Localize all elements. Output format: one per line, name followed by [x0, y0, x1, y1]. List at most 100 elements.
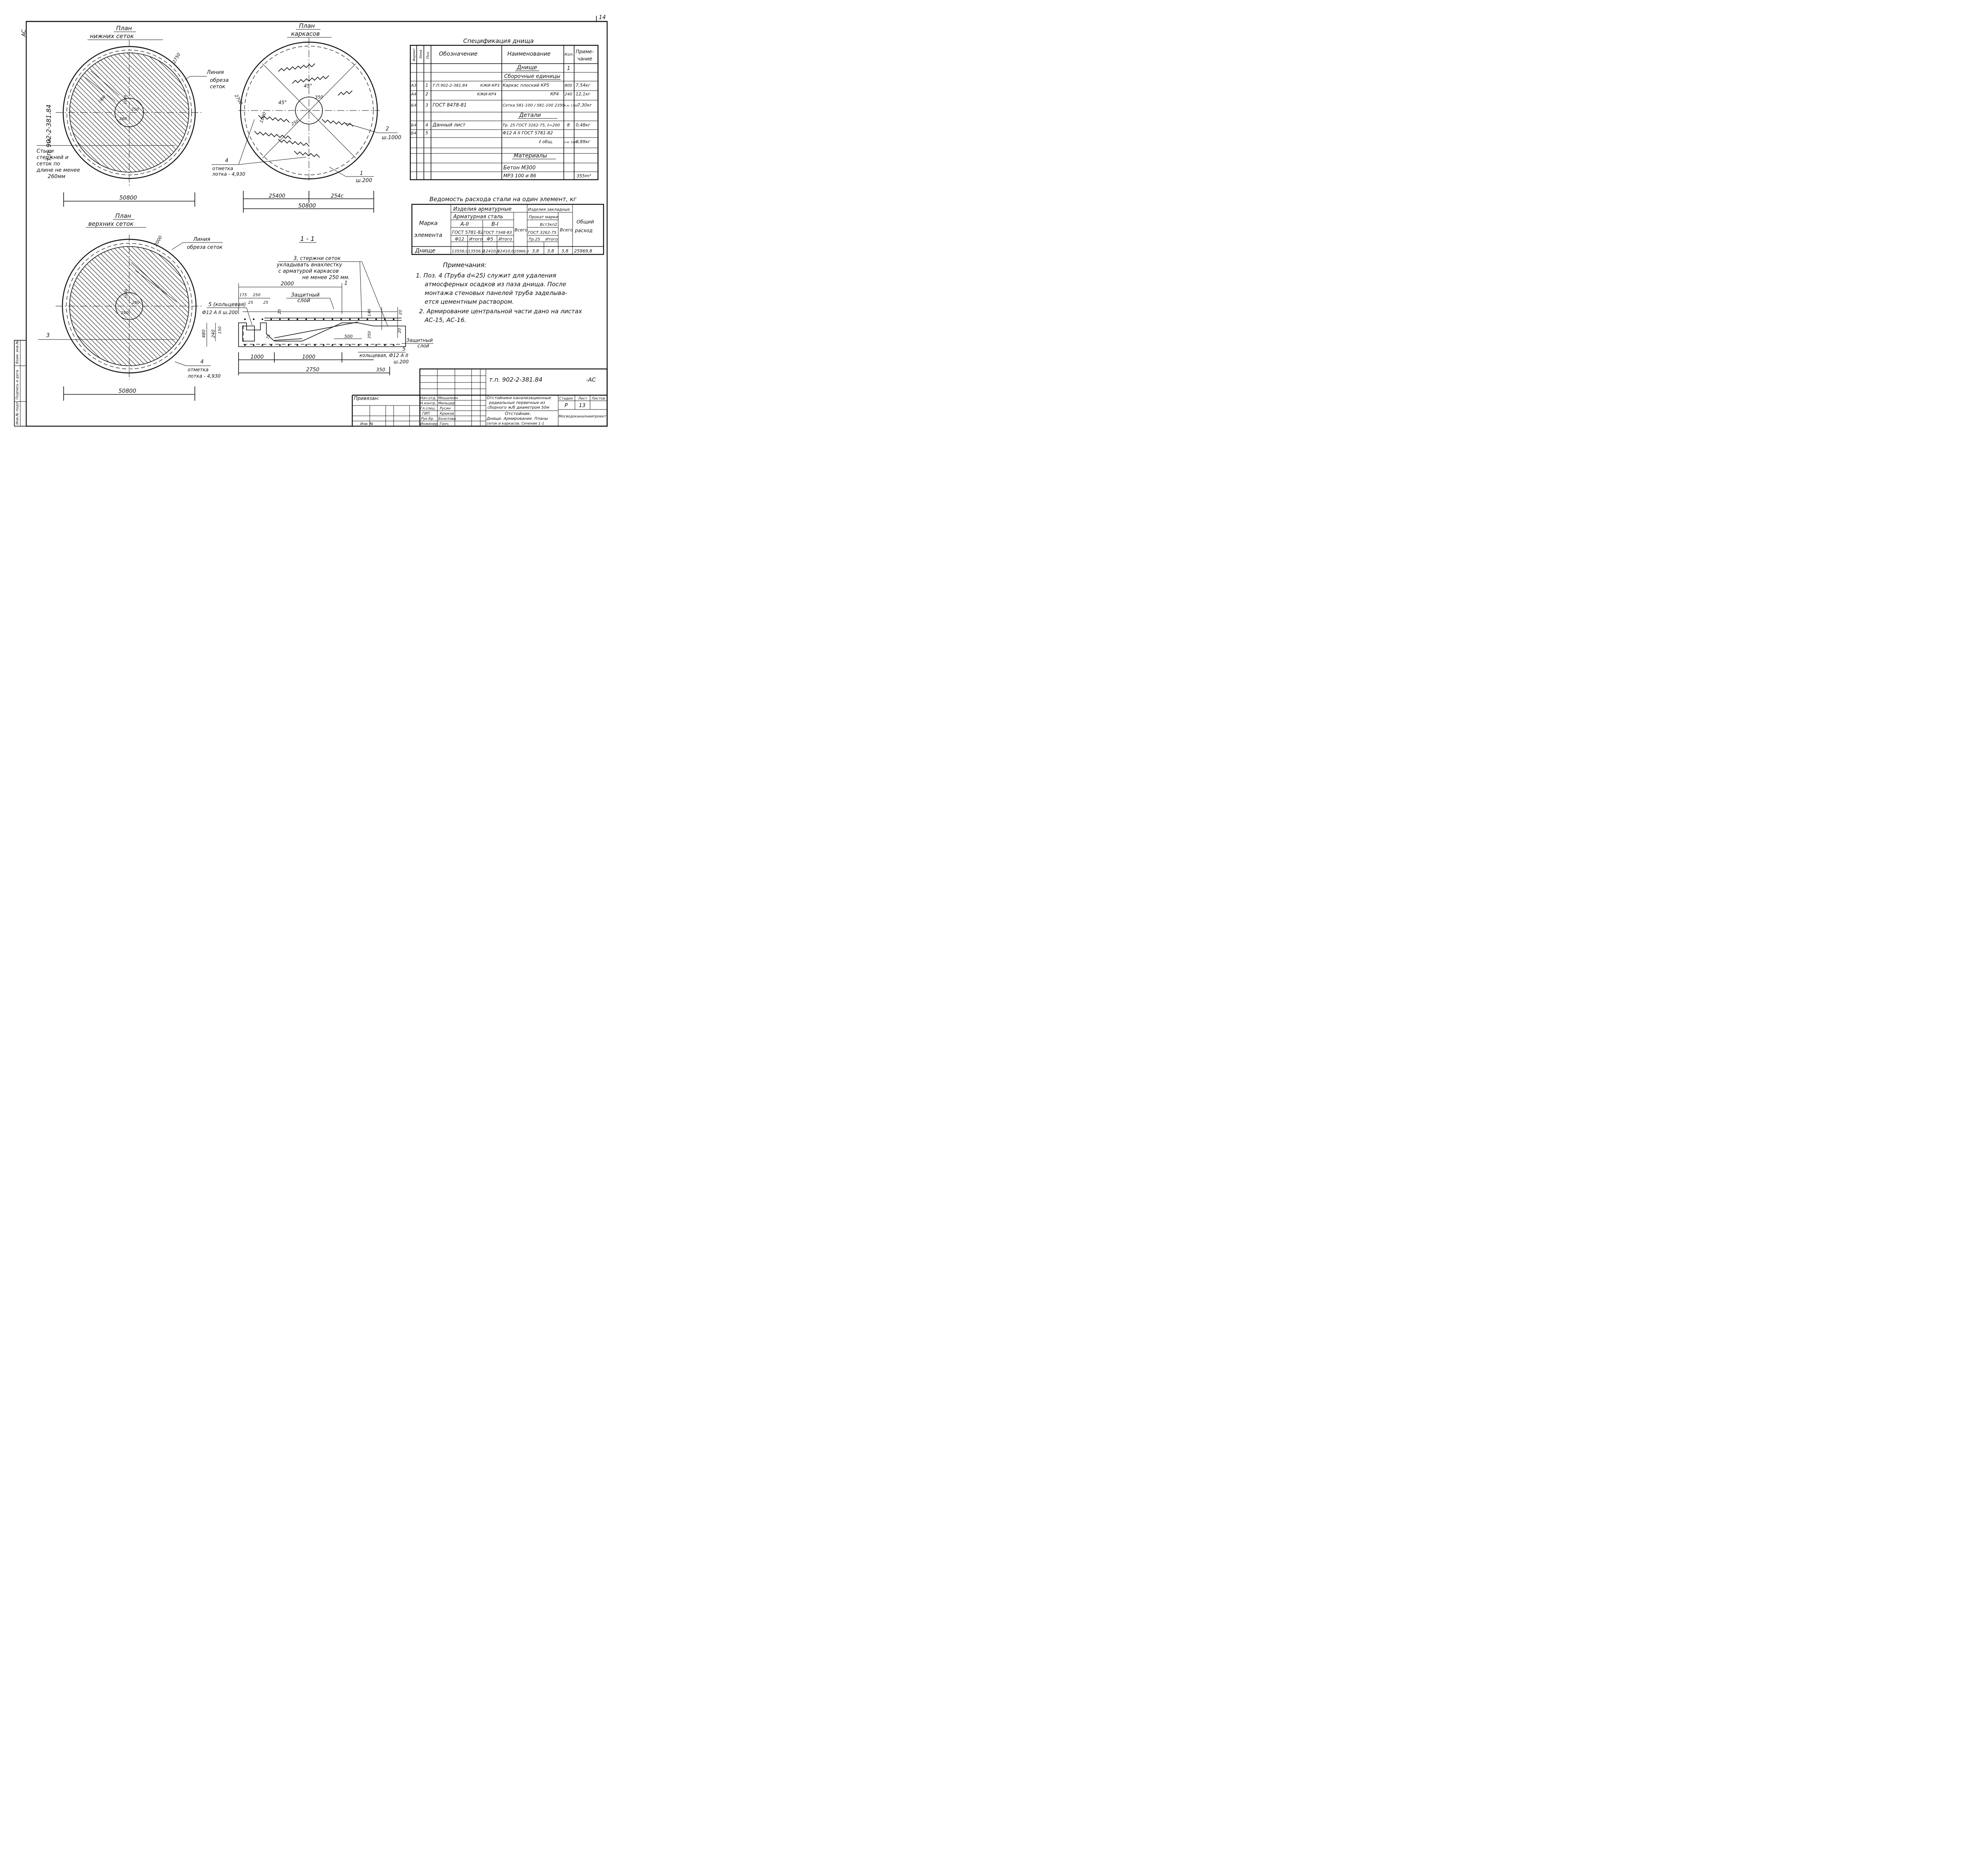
notes: Примечания: 1. Поз. 4 (Труба d=25) служи…	[416, 261, 582, 324]
section-dim-150: 150	[218, 326, 222, 334]
plan-frames-tray-1: отметка	[212, 166, 233, 171]
section-protect-1: Защитный	[291, 292, 320, 298]
rebar-dot	[270, 318, 272, 320]
hatch-line	[70, 53, 122, 172]
spec-row1-des-b: КЖИ-КР3	[480, 83, 499, 88]
spec-head-qty: Кол.	[565, 52, 574, 57]
spec-row2-name: КР4	[550, 91, 559, 97]
plan-frames: План каркасов 2700 45° 45° 350 1000 250 …	[212, 22, 401, 213]
steel-row-v6: 3,8	[532, 248, 539, 254]
spec-row1-pos: 1	[425, 83, 428, 88]
rebar-dot	[366, 344, 369, 346]
plan-lower-title-1: План	[116, 25, 132, 32]
plan-frames-marker-4: 4	[225, 158, 228, 164]
stamp-name-5: Болотова	[438, 417, 456, 421]
section-dim-350b: 350	[376, 367, 385, 373]
plan-upper-cut-2: обреза сеток	[187, 244, 223, 250]
rebar-dot	[357, 318, 360, 320]
rebar-dot	[349, 318, 351, 320]
hatch-line	[70, 53, 89, 172]
stamp-code: т.п. 902-2-381.84	[489, 376, 542, 383]
steel-h-b1: В-I	[491, 221, 499, 227]
plan-upper-dim-250b: 250	[121, 311, 128, 315]
rebar-dot	[305, 344, 307, 346]
spec-head-note-2: чание	[577, 56, 592, 62]
stamp-name-1: Мешалкин	[438, 396, 458, 400]
spec-row5-name: Ф12 А II ГОСТ 5781-82	[503, 130, 553, 136]
plan-lower-joint-4: длине не менее	[36, 167, 80, 173]
hatch-line	[70, 53, 113, 172]
hatch-line	[70, 246, 113, 366]
section-dim-20b: 20	[398, 328, 402, 333]
spec-head-name: Наименование	[507, 51, 551, 57]
stamp-title-3: сборного ж/б диаметром 50м	[487, 405, 549, 410]
plan-lower-title-2: нижних сеток	[90, 33, 134, 40]
rebar-dot	[322, 344, 325, 346]
stamp-code-suffix: -АС	[586, 377, 596, 383]
spec-sec-assembly: Сборочные единицы	[504, 74, 560, 80]
hatch-line	[70, 246, 118, 366]
hatch-line	[70, 246, 108, 366]
plan-lower-joint-2: стержней и	[37, 155, 68, 161]
section-note-2: укладывать внахлестку	[276, 262, 342, 268]
notes-n1-3: монтажа стеновых панелей труба заделыва-	[425, 289, 567, 297]
rebar-dot	[384, 344, 386, 346]
rebar-dot	[340, 344, 342, 346]
steel-h-prokat: Прокат марки	[529, 215, 558, 219]
corner-mark: АС	[21, 29, 27, 37]
section-dim-350: 350	[367, 331, 372, 339]
hatch-line	[136, 246, 189, 366]
section-protect2-2: слой	[417, 343, 429, 349]
plan-lower-dim-260: 260	[119, 117, 127, 121]
steel-h-total-2: расход	[575, 228, 592, 233]
hatch-line	[169, 53, 189, 172]
section-marker-1: 1	[344, 280, 348, 286]
spec-row1-fmt: А3	[411, 83, 416, 88]
section-note-1: 3, стержни сеток	[293, 256, 341, 262]
stamp-role-1: Нач.отд.	[420, 396, 436, 400]
hatch-line	[70, 53, 118, 172]
rebar-dot	[261, 318, 264, 320]
hatch-line	[70, 246, 75, 366]
spec-total-qty: п.м. 5200	[564, 141, 578, 144]
steel-title: Ведомость расхода стали на один элемент,…	[429, 196, 577, 203]
spec-row4-fmt: Б4	[411, 123, 416, 128]
rebar-dot	[261, 344, 264, 346]
hatch-line	[146, 53, 189, 172]
rebar-dot	[384, 318, 386, 320]
steel-h-tot3: Итого	[546, 237, 558, 242]
hatch-line	[150, 246, 189, 366]
spec-total-note: 0,89кг	[576, 139, 590, 144]
rebar-dot	[375, 318, 377, 320]
spec-row2-pos: 2	[425, 91, 428, 97]
stamp-name-2: Мильцер	[438, 402, 455, 406]
plan-frames-dim-right: 254с	[331, 193, 344, 199]
stamp-h-sheet: Лист	[578, 397, 588, 401]
rebar-dot	[375, 344, 377, 346]
plan-frames-title-1: План	[299, 22, 315, 29]
side-field-sign: Подпись и дата	[16, 370, 19, 400]
rebar-dot	[279, 318, 281, 320]
section-dim-2000: 2000	[281, 281, 294, 287]
spec-row1-des-a: Т.П.902-2-381.84	[433, 83, 468, 88]
hatch-line	[70, 246, 89, 366]
title-stamp: т.п. 902-2-381.84 -АС Привязан: Инв. № Н…	[351, 368, 608, 427]
stamp-name-3: Русин	[440, 407, 451, 411]
plan-frames-dim-left: 25400	[269, 193, 285, 199]
plan-frames-marker-1: 1	[360, 171, 363, 177]
rebar-dot	[366, 318, 369, 320]
section-dim-75: 75	[266, 334, 272, 340]
hatch-line	[141, 246, 189, 366]
steel-h-f5: Ф5	[487, 237, 493, 242]
rebar-dot	[314, 318, 316, 320]
steel-row-v3: 12410,0	[483, 249, 499, 254]
stamp-role-2: Н.контр.	[420, 402, 436, 406]
plan-frames-spacing-1: ш.200	[356, 178, 372, 184]
plan-lower-dim-1000: 1000	[124, 95, 128, 104]
notes-n1-1: 1. Поз. 4 (Труба d=25) служит для удален…	[416, 272, 556, 279]
spec-row4-note: 0,48кг	[576, 122, 590, 128]
stamp-org: Мосводоканалниипроект	[559, 415, 607, 419]
steel-h-f12: Ф12	[455, 237, 464, 242]
plan-lower-nets: План нижних сеток 2750 250 1000 260 1000…	[36, 25, 229, 207]
spec-row1-qty: 800	[565, 83, 572, 88]
